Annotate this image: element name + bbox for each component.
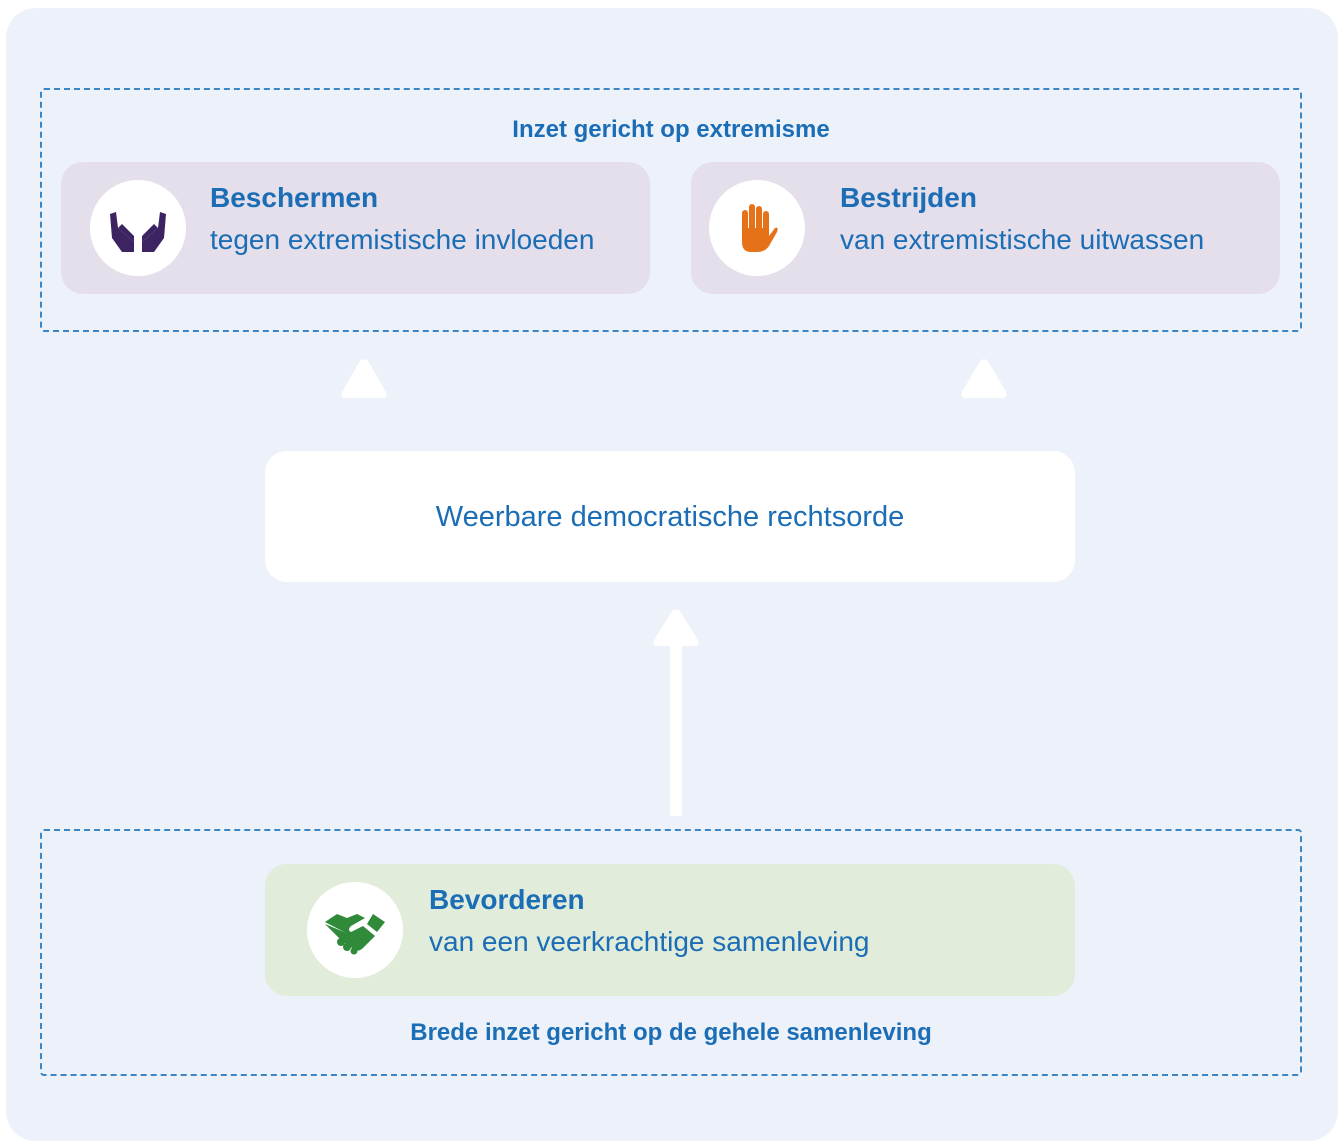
arrow-up-to-center	[653, 609, 699, 816]
arrow-up-to-fight	[961, 359, 1007, 398]
protect-icon-circle	[90, 180, 186, 276]
arrow-up-to-protect	[341, 359, 387, 398]
extremism-group-label: Inzet gericht op extremisme	[512, 116, 830, 143]
promote-card: Bevorderen van een veerkrachtige samenle…	[265, 864, 1075, 996]
resilient-democracy-box: Weerbare democratische rechtsorde	[265, 451, 1075, 582]
protect-card: Beschermen tegen extremistische invloede…	[61, 162, 650, 294]
stop-hand-icon	[742, 204, 778, 252]
promote-subtitle: van een veerkrachtige samenleving	[429, 926, 870, 957]
protect-title: Beschermen	[210, 182, 379, 213]
open-hands-icon	[110, 212, 166, 252]
promote-title: Bevorderen	[429, 884, 585, 915]
fight-icon-circle	[709, 180, 805, 276]
resilient-democracy-label: Weerbare democratische rechtsorde	[435, 501, 905, 533]
handshake-icon	[325, 914, 385, 955]
fight-title: Bestrijden	[840, 182, 977, 213]
extremism-group-frame: Inzet gericht op extremisme	[40, 88, 1302, 332]
society-group-frame: Brede inzet gericht op de gehele samenle…	[40, 829, 1302, 1076]
fight-card: Bestrijden van extremistische uitwassen	[691, 162, 1280, 294]
protect-subtitle: tegen extremistische invloeden	[210, 224, 595, 255]
society-group-label: Brede inzet gericht op de gehele samenle…	[410, 1019, 932, 1046]
promote-icon-circle	[307, 882, 403, 978]
fight-subtitle: van extremistische uitwassen	[840, 224, 1205, 255]
